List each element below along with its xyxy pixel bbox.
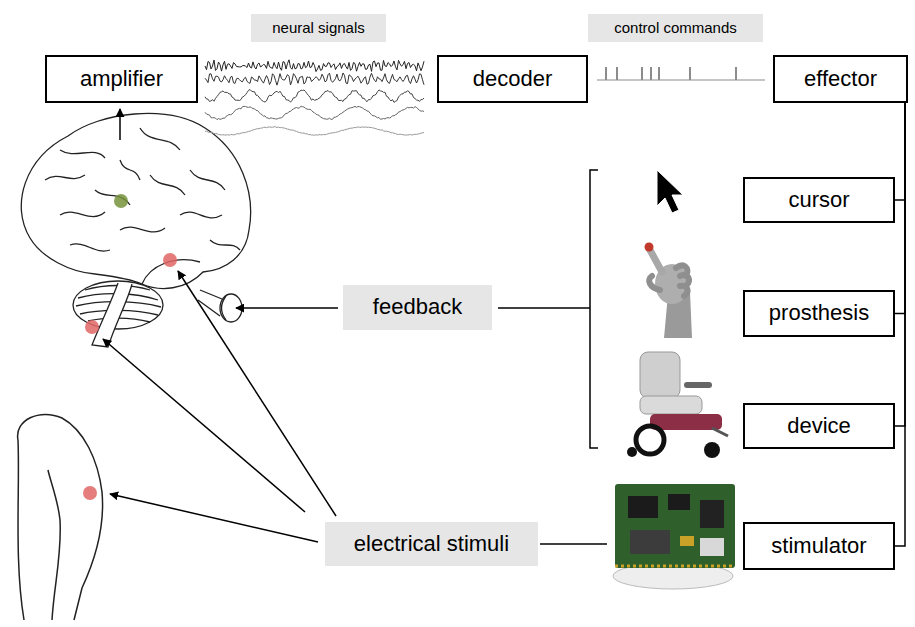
spike-train: [597, 79, 765, 80]
leader-arrow: [236, 307, 338, 309]
leader-arrow: [110, 494, 318, 542]
circuit-board: [700, 500, 724, 528]
wheelchair: [636, 426, 664, 454]
node-text: prosthesis: [769, 301, 869, 325]
process-box: amplifier: [45, 55, 198, 103]
cursor-icon: [657, 170, 683, 213]
signal-label: feedback: [343, 285, 492, 330]
brain-drawing: [45, 128, 240, 251]
spike-train: [605, 67, 607, 80]
output-box: prosthesis: [743, 290, 895, 337]
wheelchair: [640, 352, 680, 398]
wheelchair: [627, 352, 728, 458]
brain-drawing: [21, 114, 250, 289]
recording-site: [114, 194, 128, 208]
process-box: effector: [773, 55, 908, 103]
output-box: stimulator: [743, 522, 895, 570]
leader-arrow: [178, 271, 336, 516]
signal-trace: [205, 73, 424, 85]
prosthetic-hand: [645, 243, 654, 252]
connector-line: [895, 103, 905, 426]
brain-drawing: [92, 283, 132, 347]
prosthetic-hand: [649, 276, 660, 290]
signal-trace: [205, 106, 424, 120]
node-text: cursor: [788, 188, 849, 212]
node-text: amplifier: [80, 67, 163, 91]
spike-train: [735, 67, 737, 80]
circuit-board: [615, 565, 735, 568]
connector-line: [895, 103, 905, 546]
wheelchair: [627, 447, 637, 457]
spike-train: [616, 67, 618, 80]
node-text: electrical stimuli: [354, 532, 509, 556]
node-text: feedback: [373, 295, 462, 319]
signal-label: electrical stimuli: [325, 522, 538, 566]
wheelchair: [704, 442, 720, 458]
output-box: cursor: [743, 177, 895, 223]
node-text: device: [787, 414, 851, 438]
spike-train: [597, 67, 765, 80]
circuit-board: [615, 484, 735, 568]
leader-line: [498, 170, 607, 544]
process-box: decoder: [437, 55, 588, 103]
wheelchair: [684, 382, 712, 388]
signal-trace: [205, 60, 424, 135]
output-box: device: [743, 403, 895, 449]
wheelchair: [640, 396, 702, 414]
spike-train: [658, 67, 660, 80]
node-text: control commands: [614, 20, 737, 37]
node-text: decoder: [473, 67, 553, 91]
node-text: neural signals: [272, 20, 365, 37]
spike-train: [689, 67, 691, 80]
signal-trace: [205, 60, 424, 72]
arm-drawing: [18, 414, 103, 620]
brain-drawing: [198, 290, 222, 316]
arm-drawing: [18, 440, 24, 620]
spike-train: [641, 67, 643, 80]
node-text: effector: [804, 67, 877, 91]
wheelchair: [712, 428, 728, 436]
circuit-board: [630, 530, 670, 554]
signal-label: neural signals: [251, 14, 386, 42]
circuit-board: [628, 496, 658, 518]
circuit-board: [680, 536, 694, 546]
arm-drawing: [18, 414, 103, 620]
stimulation-site: [83, 486, 97, 500]
circuit-board: [613, 484, 735, 589]
connector-line: [895, 103, 905, 314]
spike-train: [650, 67, 652, 80]
arm-drawing: [48, 470, 60, 620]
prosthetic-hand: [650, 250, 662, 272]
prosthetic-hand: [676, 266, 689, 296]
brain-drawing: [21, 114, 250, 347]
circuit-board: [700, 538, 724, 556]
leader-line: [590, 170, 598, 448]
signal-trace: [205, 90, 424, 103]
stimulation-site: [163, 253, 177, 267]
prosthetic-hand: [645, 243, 693, 339]
leader-arrow: [103, 339, 305, 512]
stimulation-site: [85, 320, 99, 334]
leader-arrow: [119, 109, 121, 140]
leader-line: [498, 307, 590, 309]
signal-label: control commands: [588, 14, 763, 42]
brain-drawing: [222, 296, 227, 320]
leader-arrow: [103, 109, 338, 542]
leader-line: [540, 543, 607, 545]
connector-line: [895, 103, 905, 200]
signal-trace: [205, 127, 424, 135]
node-text: stimulator: [771, 534, 866, 558]
circuit-board: [668, 494, 690, 510]
